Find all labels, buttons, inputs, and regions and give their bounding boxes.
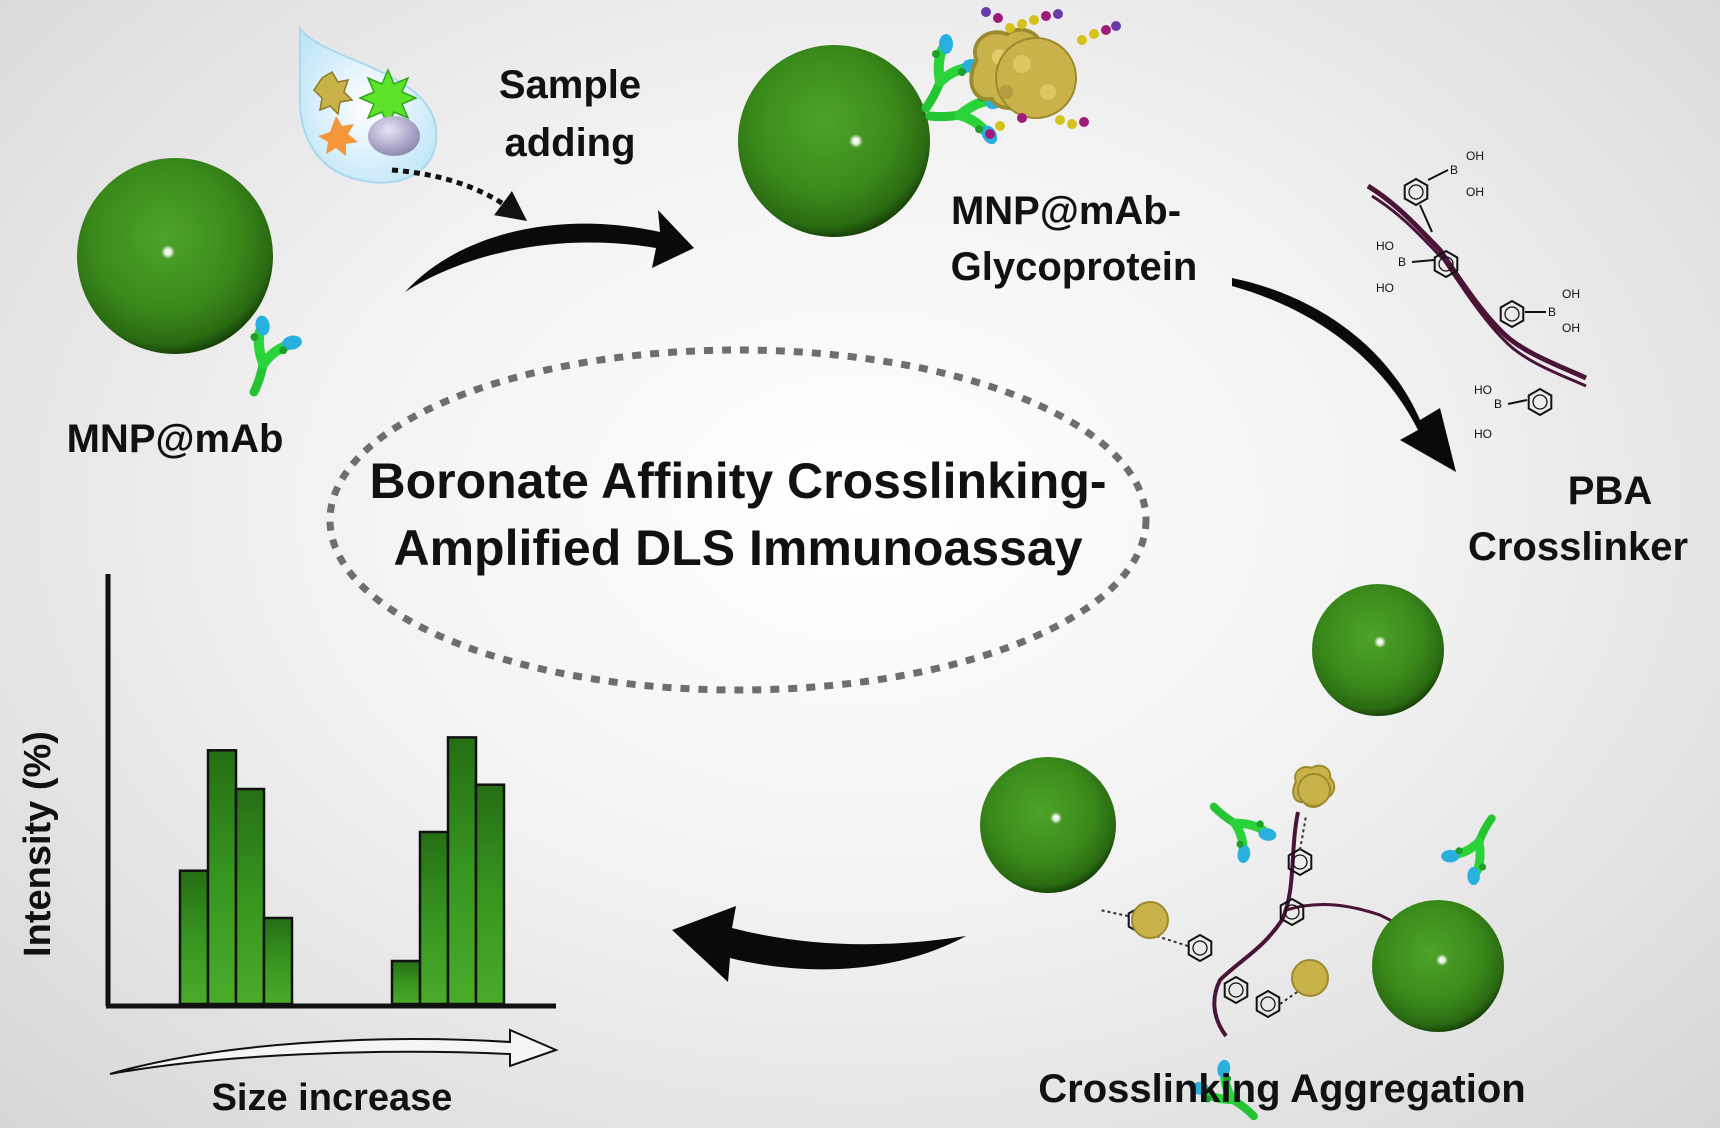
x-axis-label: Size increase — [212, 1077, 453, 1119]
title-line-2: Amplified DLS Immunoassay — [393, 520, 1082, 576]
title-line-1: Boronate Affinity Crosslinking- — [369, 453, 1106, 509]
chem-oh-2: OH — [1466, 185, 1484, 199]
chem-oh-1: OH — [1466, 149, 1484, 163]
label-aggregation: Crosslinking Aggregation — [1038, 1067, 1525, 1111]
bar-s2-3 — [446, 736, 478, 1006]
size-increase-arrow — [109, 1028, 559, 1075]
sample-droplet-icon — [299, 24, 438, 184]
dls-chart: Intensity (%) Size increase — [17, 574, 559, 1119]
mnp-mab-particle — [77, 158, 309, 392]
bar-s2-2 — [418, 830, 450, 1006]
curved-arrow-3 — [672, 906, 966, 982]
label-crosslinker: Crosslinker — [1468, 525, 1688, 569]
pba-crosslinker-structure: B OH OH B HO HO B OH OH B HO HO — [1366, 149, 1588, 441]
dotted-arrow — [391, 167, 528, 221]
label-mnp-mab: MNP@mAb — [67, 417, 284, 461]
bar-s1-2 — [206, 749, 238, 1006]
label-adding: adding — [504, 121, 635, 165]
bar-s2-1 — [390, 959, 422, 1006]
bar-s1-3 — [234, 787, 266, 1006]
chem-b-4: B — [1494, 397, 1502, 411]
bar-s2-4 — [474, 783, 506, 1006]
curved-arrow-2 — [1232, 278, 1456, 472]
chem-oh-3: OH — [1562, 287, 1580, 301]
chem-b-1: B — [1450, 163, 1458, 177]
label-sample: Sample — [499, 63, 641, 107]
chem-ho-4: HO — [1474, 427, 1492, 441]
aggregation-cluster — [980, 584, 1504, 1116]
label-pba: PBA — [1568, 469, 1652, 513]
mnp-mab-glycoprotein-particle — [738, 7, 1121, 237]
label-mnp-glyco-1: MNP@mAb- — [951, 189, 1181, 233]
chem-ho-1: HO — [1376, 239, 1394, 253]
curved-arrow-1 — [405, 210, 694, 292]
chem-oh-4: OH — [1562, 321, 1580, 335]
chem-ho-2: HO — [1376, 281, 1394, 295]
chem-b-3: B — [1548, 305, 1556, 319]
bar-group — [178, 736, 506, 1006]
bar-s1-4 — [262, 916, 294, 1006]
bar-s1-1 — [178, 869, 210, 1006]
title-ellipse — [326, 346, 1150, 694]
label-mnp-glyco-2: Glycoprotein — [951, 245, 1198, 289]
y-axis-label: Intensity (%) — [17, 731, 59, 957]
chem-b-2: B — [1398, 255, 1406, 269]
chem-ho-3: HO — [1474, 383, 1492, 397]
